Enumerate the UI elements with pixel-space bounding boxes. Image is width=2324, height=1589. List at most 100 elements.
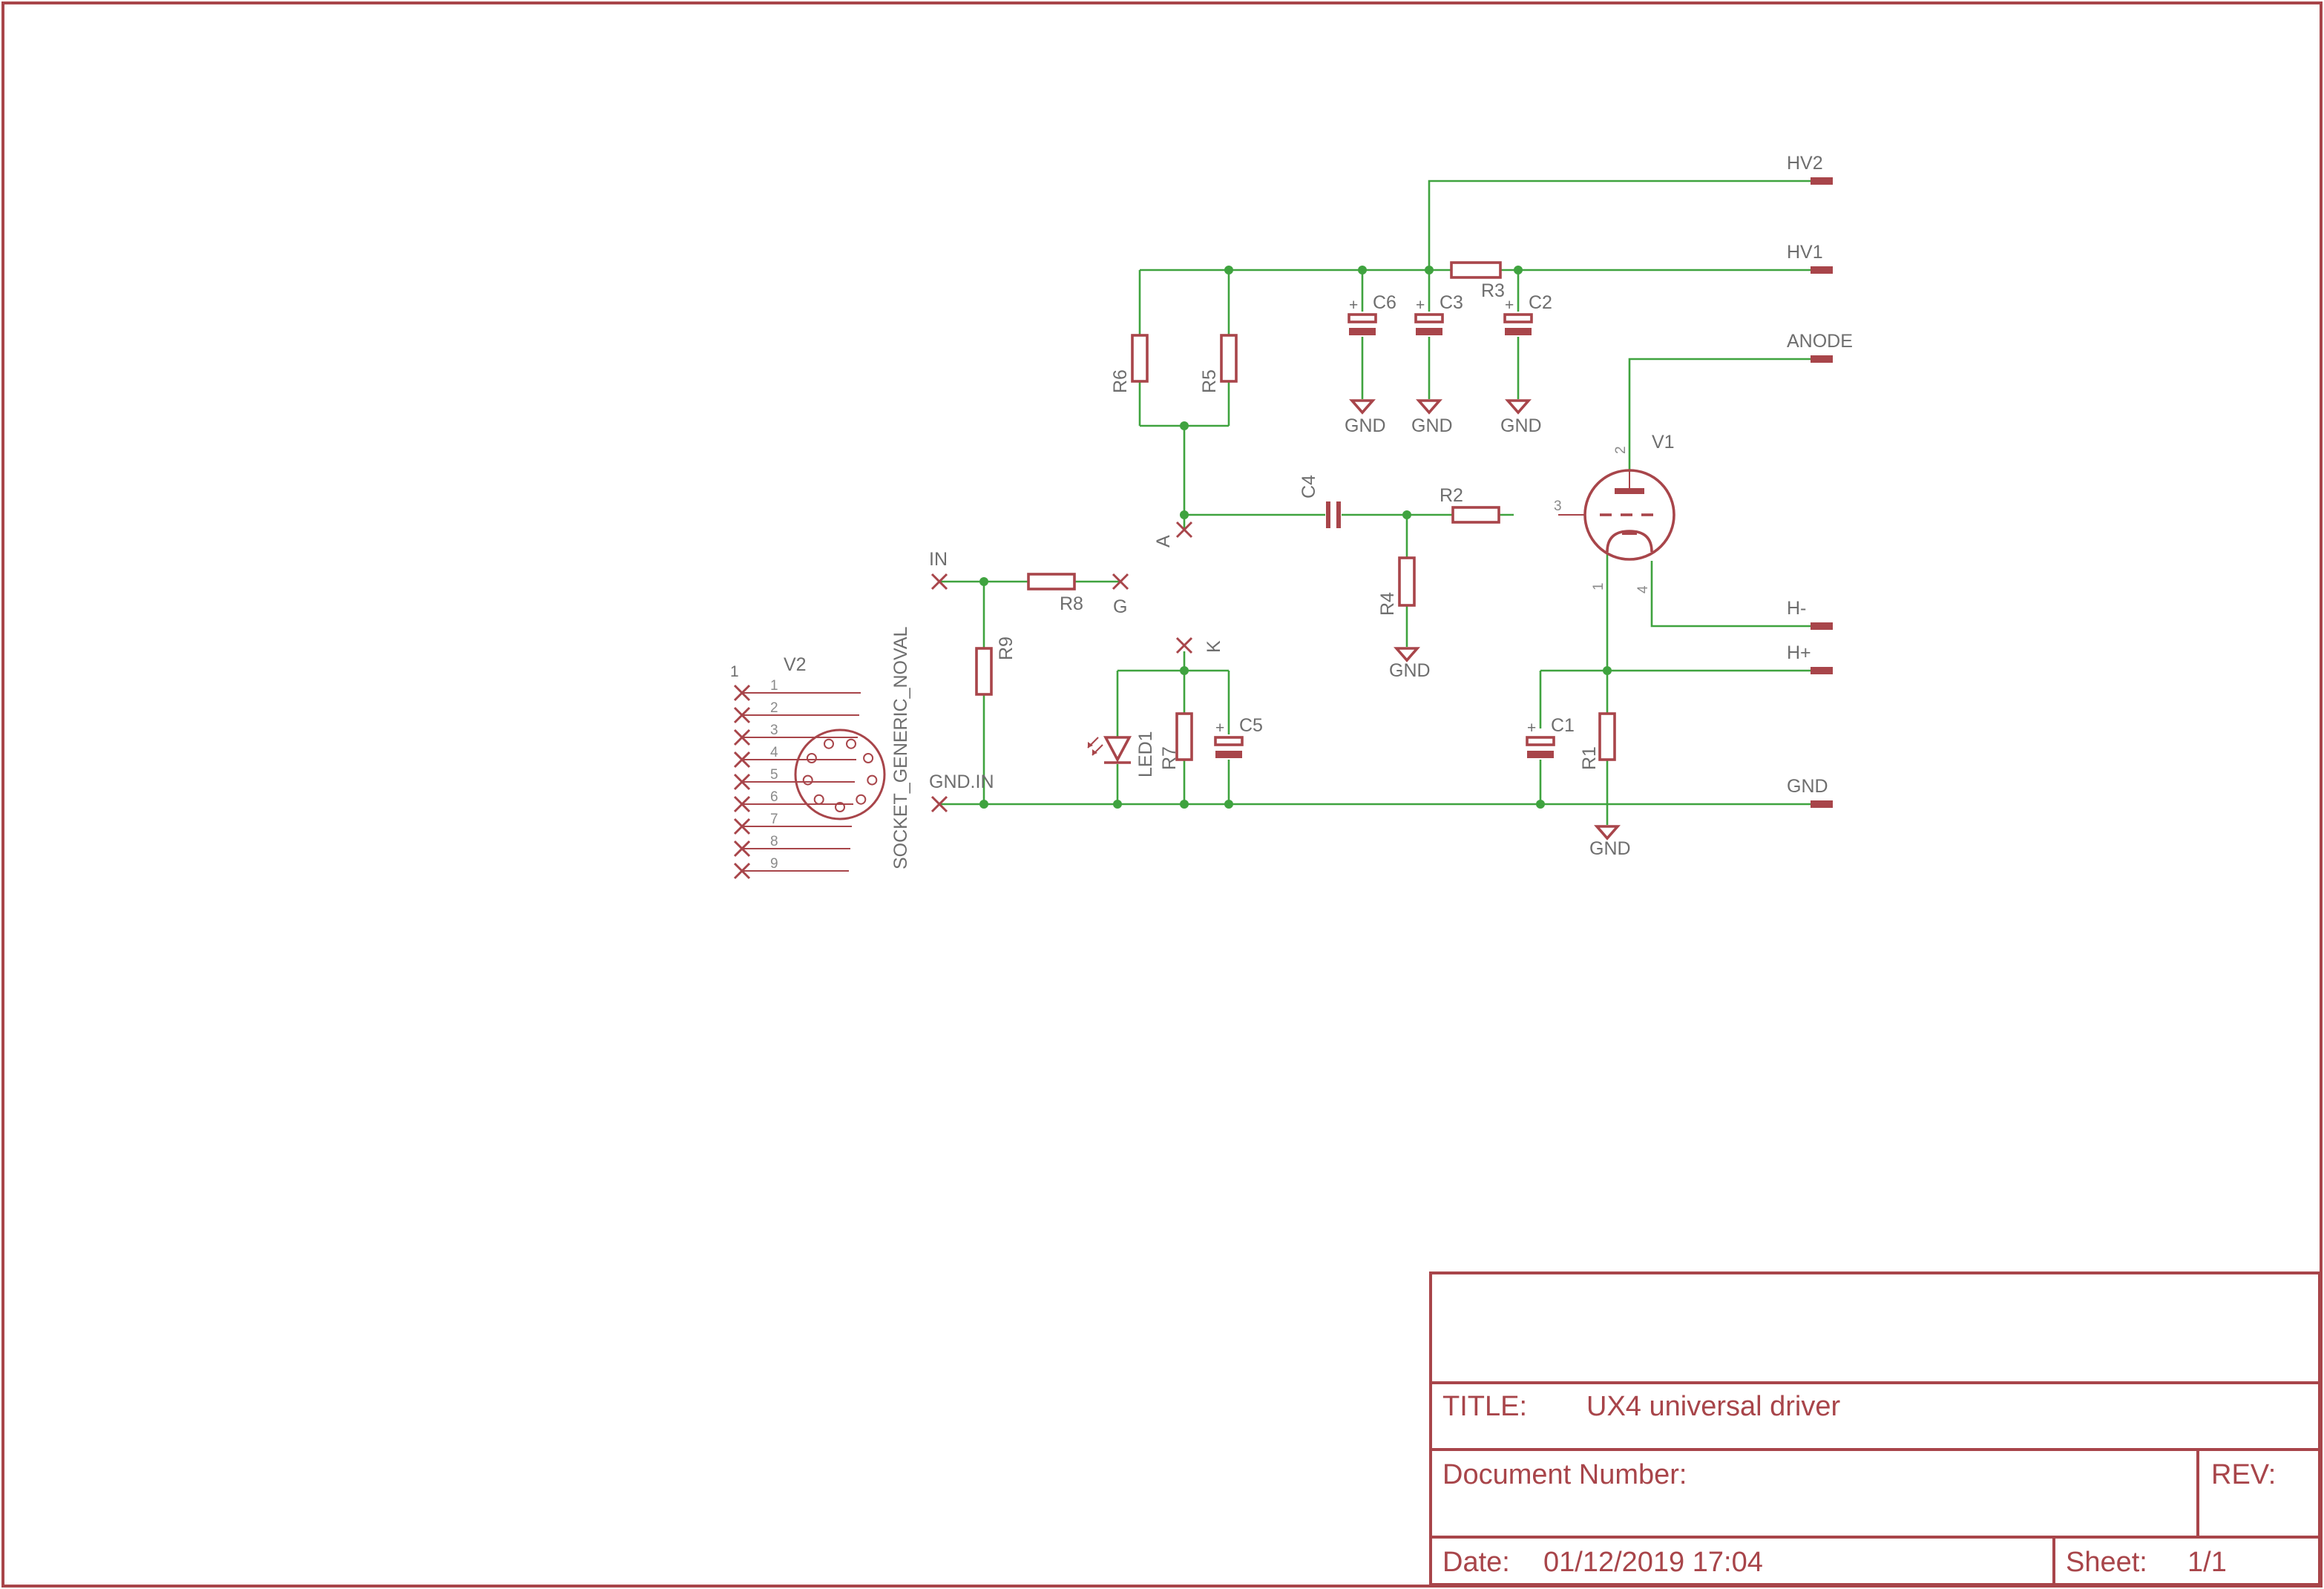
label-v1: V1 (1652, 432, 1675, 453)
label-socket: SOCKET_GENERIC_NOVAL (890, 626, 911, 869)
socket-pin-number: 1 (770, 678, 778, 694)
junction-dot (1224, 800, 1233, 809)
socket-pin-number: 5 (770, 767, 778, 783)
label-r2: R2 (1440, 485, 1463, 506)
capacitor-c6-plate (1348, 313, 1377, 323)
capacitor-c3-plate (1416, 328, 1442, 335)
junction-dot (1358, 266, 1367, 274)
gnd-label: GND (1589, 838, 1631, 859)
socket-pin-hole (802, 774, 813, 786)
socket-pin-number: 9 (770, 856, 778, 872)
label-r3: R3 (1481, 280, 1505, 301)
ports: HV2 HV1 ANODE H- H+ GND (1787, 153, 1853, 808)
led-triangle (1103, 736, 1132, 763)
resistor-r7 (1175, 712, 1193, 761)
socket-pin-hole (867, 774, 878, 786)
title-block: TITLE: UX4 universal driver Document Num… (1429, 1271, 2321, 1586)
plus-sign: + (1527, 720, 1536, 737)
junction-dots (979, 266, 1612, 809)
socket-pin-number: 2 (770, 700, 778, 716)
label-r8: R8 (1060, 593, 1083, 614)
socket-pin-hole (813, 794, 824, 805)
port-pad-h-plus (1811, 667, 1833, 674)
net-marker-k (1175, 636, 1193, 654)
socket-body (794, 728, 886, 820)
junction-dot (1113, 800, 1122, 809)
port-label-anode: ANODE (1787, 331, 1853, 352)
led1: LED1 (1087, 731, 1156, 777)
document-number-label: Document Number: (1442, 1459, 1687, 1490)
port-pad-hv2 (1811, 177, 1833, 185)
title-block-border (1429, 1271, 2321, 1586)
revision-label: REV: (2211, 1459, 2276, 1490)
junction-dot (979, 800, 988, 809)
socket-pin-number: 4 (770, 745, 778, 760)
sheet-value: 1/1 (2187, 1547, 2227, 1578)
plus-sign: + (1215, 720, 1224, 737)
port-pad-anode (1811, 355, 1833, 363)
junction-dot (1180, 421, 1189, 430)
socket-corner-pin-number: 1 (730, 663, 739, 680)
socket-pin-hole (835, 802, 845, 812)
capacitor-c1-plate (1527, 751, 1554, 758)
socket-pin-hole (824, 738, 834, 749)
label-c3: C3 (1440, 292, 1463, 313)
net-markers: A G K IN GND.IN (929, 521, 1224, 813)
capacitor-c4-plate (1326, 501, 1330, 528)
net-marker-gnd-in (930, 795, 948, 813)
socket-pin-number: 3 (770, 723, 778, 738)
label-c1: C1 (1551, 715, 1575, 736)
label-v2: V2 (784, 654, 807, 675)
capacitor-c5-plate (1215, 751, 1242, 758)
gnd-label: GND (1389, 660, 1431, 681)
port-pad-h-minus (1811, 622, 1833, 630)
socket-pins: 1 2 3 4 5 6 7 8 9 (733, 678, 878, 880)
net-label-in: IN (929, 549, 948, 570)
title-label: TITLE: (1442, 1391, 1527, 1422)
socket-pin-number: 7 (770, 812, 778, 827)
junction-dot (1514, 266, 1523, 274)
port-label-gnd: GND (1787, 776, 1828, 797)
tube-pin-number: 1 (1591, 582, 1606, 590)
gnd-icon (1594, 825, 1621, 840)
net-marker-in (930, 573, 948, 590)
junction-dot (1180, 800, 1189, 809)
capacitor-c1-plate (1526, 736, 1555, 746)
label-c2: C2 (1529, 292, 1552, 313)
gnd-icon (1416, 399, 1442, 415)
port-label-hv2: HV2 (1787, 153, 1823, 174)
gnd-label: GND (1411, 415, 1453, 436)
capacitor-c2-plate (1505, 328, 1532, 335)
title-value: UX4 universal driver (1586, 1391, 1840, 1422)
label-r1: R1 (1579, 746, 1600, 770)
label-r5: R5 (1199, 369, 1220, 393)
socket-pin-number: 6 (770, 789, 778, 805)
gnd-icon (1505, 399, 1532, 415)
resistor-r5 (1220, 334, 1238, 383)
port-label-h-minus: H- (1787, 598, 1806, 619)
gnd-label: GND (1500, 415, 1542, 436)
socket-v2: V2 1 SOCKET_GENERIC_NOVAL 1 2 3 4 5 6 7 8 9 (730, 626, 911, 880)
date-label: Date: (1442, 1547, 1510, 1578)
port-pad-hv1 (1811, 266, 1833, 274)
capacitor-c3-plate (1414, 313, 1444, 323)
junction-dot (1180, 510, 1189, 519)
resistor-r4 (1398, 556, 1416, 607)
label-r9: R9 (996, 636, 1017, 660)
socket-pin-number: 8 (770, 834, 778, 849)
net-label-gnd-in: GND.IN (929, 772, 994, 792)
net-label-g: G (1113, 596, 1127, 617)
date-value: 01/12/2019 17:04 (1543, 1547, 1763, 1578)
junction-dot (1224, 266, 1233, 274)
gnd-icon (1349, 399, 1376, 415)
led-arrowhead (1088, 742, 1093, 748)
plus-sign: + (1349, 297, 1358, 314)
wires (939, 180, 1811, 825)
junction-dot (979, 577, 988, 586)
capacitor-c4-plate (1336, 501, 1341, 528)
junction-dot (1402, 510, 1411, 519)
tube-pin-number: 4 (1635, 585, 1651, 593)
capacitors: + C6 + C3 + C2 C4 + C5 + C1 (1214, 292, 1575, 758)
net-label-a: A (1153, 535, 1174, 547)
